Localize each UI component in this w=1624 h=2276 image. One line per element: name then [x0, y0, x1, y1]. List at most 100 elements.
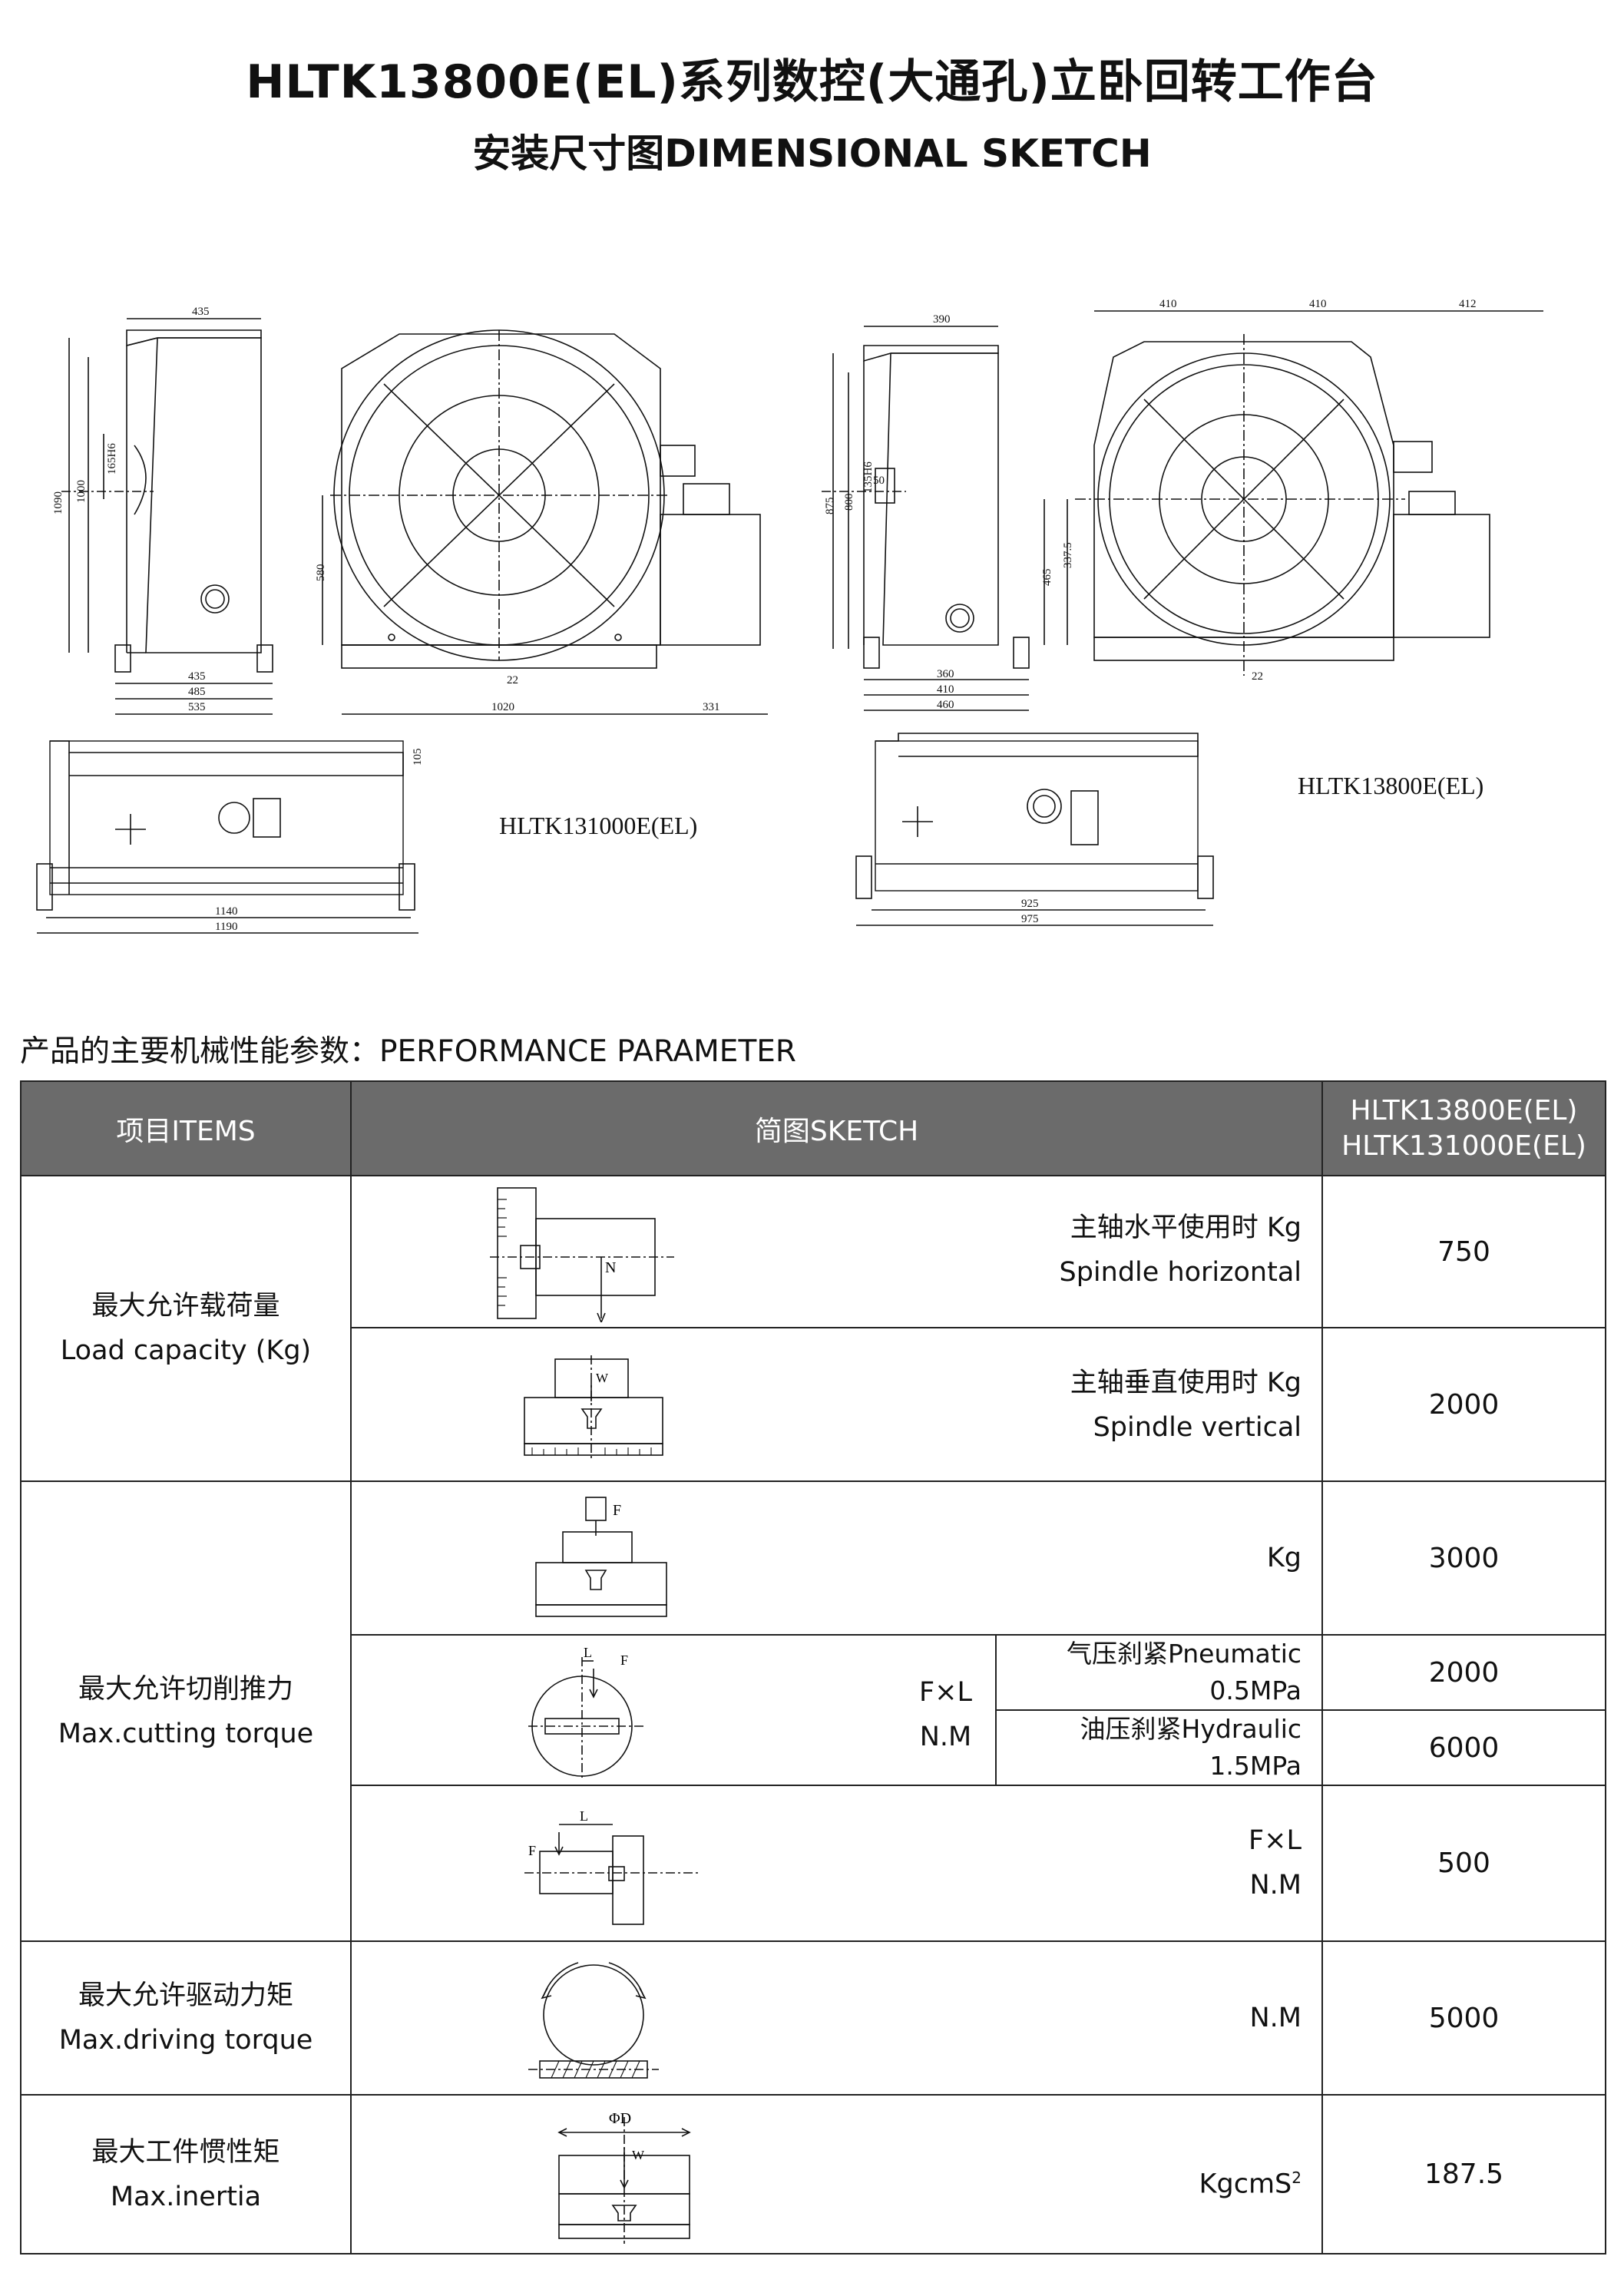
- cond-pneumatic-b: 0.5MPa: [1209, 1676, 1302, 1705]
- sketch-side-force: L F F×L N.M: [349, 1785, 1324, 1942]
- table-row-thrust-side: L F F×L N.M 500: [21, 1785, 1607, 1942]
- dim-right-top-b: 410: [1309, 298, 1327, 310]
- dim-left-motor-out: 331: [703, 701, 720, 713]
- unit-inertia-sup: 2: [1292, 2168, 1302, 2187]
- dim-left-base-c: 535: [188, 701, 206, 713]
- unit-torque: F×L N.M: [919, 1670, 972, 1759]
- left-side-view: [61, 318, 273, 715]
- cond-vertical-cn: 主轴垂直使用时 Kg: [1070, 1368, 1302, 1398]
- sketch-l-label-2: L: [580, 1808, 588, 1824]
- dim-right-top-a: 410: [1159, 298, 1177, 310]
- horizontal-load-sketch: N: [490, 1187, 674, 1322]
- right-plan-view: [855, 733, 1214, 926]
- cond-pneumatic: 气压刹紧Pneumatic 0.5MPa: [994, 1634, 1324, 1711]
- dim-left-front-width: 1020: [491, 701, 514, 713]
- driving-torque-sketch: [528, 1962, 659, 2079]
- cond-hydraulic: 油压刹紧Hydraulic 1.5MPa: [994, 1709, 1324, 1786]
- cond-vertical: 主轴垂直使用时 Kg Spindle vertical: [1070, 1361, 1302, 1450]
- sketch-l-label: L: [584, 1645, 592, 1660]
- label-en: Max.driving torque: [58, 2025, 313, 2056]
- col-items: 项目ITEMS: [20, 1080, 352, 1176]
- item-driving-torque: 最大允许驱动力矩 Max.driving torque: [20, 1940, 352, 2096]
- dim-left-plan-inner: 1140: [215, 905, 237, 918]
- sketch-f-label: F: [613, 1502, 621, 1519]
- sketch-inertia: ΦD W KgcmS2: [349, 2094, 1324, 2254]
- value-pneumatic: 2000: [1321, 1634, 1607, 1711]
- dim-right-base-a: 360: [937, 668, 954, 680]
- sketch-f-label-2: F: [620, 1652, 628, 1668]
- value-inertia: 187.5: [1321, 2094, 1607, 2254]
- label-cn: 最大允许载荷量: [91, 1291, 280, 1322]
- cond-pneumatic-a: 气压刹紧Pneumatic: [1066, 1639, 1302, 1669]
- dim-left-h-center: 1000: [75, 480, 88, 503]
- unit-side-b: N.M: [1249, 1870, 1302, 1901]
- table-row-load-vertical: W 主轴垂直使用时 Kg Spindle vertical 2000: [21, 1327, 1607, 1482]
- left-plan-view: [36, 740, 418, 934]
- table-row-load-horizontal: 最大允许载荷量 Load capacity (Kg) N: [20, 1175, 1607, 1482]
- side-force-sketch: L F: [524, 1808, 701, 1925]
- dim-left-h-axis: 580: [315, 564, 327, 582]
- dim-right-h-axis-a: 465: [1041, 569, 1053, 587]
- cond-hydraulic-a: 油压刹紧Hydraulic: [1080, 1714, 1302, 1744]
- item-inertia: 最大工件惯性矩 Max.inertia: [20, 2094, 352, 2254]
- cond-horizontal-cn: 主轴水平使用时 Kg: [1070, 1212, 1302, 1243]
- dim-left-plan-outer: 1190: [215, 921, 237, 933]
- dim-left-h-bore: 165H6: [106, 443, 118, 475]
- dim-left-h-total: 1090: [52, 491, 64, 514]
- table-row-thrust-pneumatic: L F F×L N.M 气压刹紧Pneumatic 0.5MPa 2000: [21, 1634, 1607, 1786]
- dim-right-h-axis-b: 337.5: [1062, 542, 1074, 568]
- table-row-thrust-axial: 最大允许切削推力 Max.cutting torque F Kg 3000: [20, 1480, 1607, 1942]
- tangential-torque-sketch: L F: [528, 1645, 643, 1780]
- dim-left-base-a: 435: [188, 670, 206, 683]
- cond-hydraulic-b: 1.5MPa: [1209, 1751, 1302, 1781]
- dim-right-base-c: 460: [937, 699, 954, 711]
- right-front-view: [1044, 310, 1543, 676]
- dim-left-top-width: 435: [192, 306, 210, 318]
- axial-thrust-sketch: F: [535, 1497, 667, 1617]
- sketch-n-label: N: [605, 1259, 616, 1276]
- value-load-horizontal: 750: [1321, 1175, 1607, 1328]
- dimensional-sketch: 435 1090 1000 165H6 580 435 485 535 22 1…: [36, 298, 1543, 934]
- left-model-label: HLTK131000E(EL): [499, 812, 698, 839]
- model-a: HLTK13800E(EL): [1350, 1094, 1578, 1126]
- dim-right-base-b: 410: [937, 683, 954, 696]
- value-driving: 5000: [1321, 1940, 1607, 2096]
- sketch-axial-thrust: F Kg: [349, 1480, 1324, 1636]
- sketch-w-label: W: [596, 1371, 609, 1385]
- sketch-driving-torque: N.M: [349, 1940, 1324, 2096]
- sketch-f-label-3: F: [528, 1843, 536, 1858]
- performance-table: 项目ITEMS 简图SKETCH HLTK13800E(EL) HLTK1310…: [20, 1080, 1607, 2254]
- item-cutting-thrust: 最大允许切削推力 Max.cutting torque: [20, 1480, 352, 1942]
- sketch-tangential-torque: L F F×L N.M: [350, 1634, 997, 1786]
- col-models: HLTK13800E(EL) HLTK131000E(EL): [1321, 1080, 1607, 1176]
- label-en: Max.cutting torque: [58, 1718, 314, 1749]
- unit-torque-a: F×L: [919, 1677, 972, 1708]
- table-header-row: 项目ITEMS 简图SKETCH HLTK13800E(EL) HLTK1310…: [20, 1080, 1607, 1176]
- performance-heading: 产品的主要机械性能参数：PERFORMANCE PARAMETER: [20, 1034, 797, 1069]
- sketch-spindle-vertical: W 主轴垂直使用时 Kg Spindle vertical: [349, 1327, 1324, 1482]
- unit-inertia: KgcmS2: [1199, 2155, 1302, 2207]
- unit-driving: N.M: [1249, 2003, 1302, 2033]
- vertical-load-sketch: W: [524, 1355, 663, 1459]
- label-cn: 最大允许驱动力矩: [78, 1980, 293, 2011]
- unit-torque-b: N.M: [919, 1722, 972, 1752]
- unit-inertia-base: KgcmS: [1199, 2168, 1292, 2200]
- label-en: Max.inertia: [110, 2181, 262, 2212]
- label-cn: 最大允许切削推力: [78, 1673, 293, 1705]
- cond-vertical-en: Spindle vertical: [1093, 1412, 1302, 1443]
- inertia-sketch: ΦD W: [557, 2110, 691, 2244]
- value-hydraulic: 6000: [1321, 1709, 1607, 1786]
- page-subtitle: 安装尺寸图DIMENSIONAL SKETCH: [472, 131, 1152, 176]
- label-en: Load capacity (Kg): [60, 1335, 312, 1366]
- right-side-view: [822, 326, 1030, 711]
- sketch-w-label-2: W: [632, 2148, 645, 2162]
- dim-right-h-key: 50: [873, 475, 885, 487]
- dim-right-top-width: 390: [933, 313, 951, 326]
- unit-axial-thrust: Kg: [1266, 1543, 1302, 1573]
- cond-horizontal-en: Spindle horizontal: [1059, 1257, 1302, 1288]
- item-load-capacity: 最大允许载荷量 Load capacity (Kg): [20, 1175, 352, 1482]
- dim-left-base-b: 485: [188, 686, 206, 698]
- table-row-thrust-hydraulic: 油压刹紧Hydraulic 1.5MPa 6000: [21, 1709, 1607, 1786]
- right-model-label: HLTK13800E(EL): [1298, 772, 1484, 799]
- sketch-phid-label: ΦD: [609, 2110, 631, 2127]
